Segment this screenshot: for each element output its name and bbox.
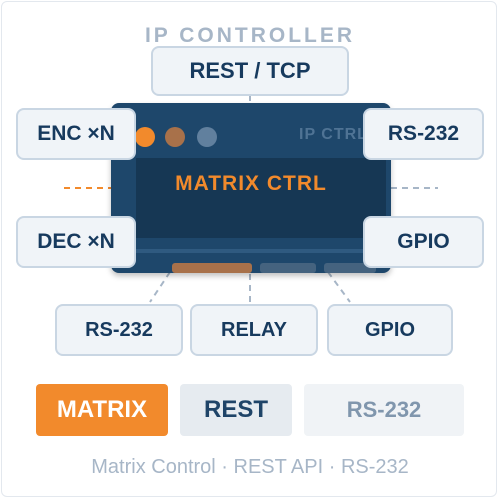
status-led-orange <box>135 127 155 147</box>
node-encoders: ENC ×N <box>16 108 136 160</box>
panel-bar-3 <box>324 263 376 273</box>
node-rs232-bottom: RS-232 <box>55 304 183 356</box>
node-relay: RELAY <box>190 304 318 356</box>
tag-matrix: MATRIX <box>36 384 168 436</box>
device-stripe <box>111 249 391 253</box>
node-rs232-right: RS-232 <box>363 108 484 160</box>
footer-caption: Matrix Control · REST API · RS-232 <box>91 456 409 478</box>
panel-bar-1 <box>172 263 252 273</box>
panel-bar-2 <box>260 263 316 273</box>
tag-rest: REST <box>180 384 292 436</box>
device-panel: MATRIX CTRL <box>136 158 386 273</box>
diagram-title: IP CONTROLLER <box>144 24 356 47</box>
connector-gpio-bottom <box>327 271 351 303</box>
node-gpio-right: GPIO <box>363 216 484 268</box>
node-decoders: DEC ×N <box>16 216 136 268</box>
node-rest-tcp: REST / TCP <box>151 46 349 96</box>
status-led-amber <box>165 127 185 147</box>
tag-rs232: RS-232 <box>304 384 464 436</box>
controller-device: IP CTRL MATRIX CTRL <box>111 103 391 273</box>
status-led-blue <box>197 127 217 147</box>
device-label: IP CTRL <box>299 126 368 143</box>
connector-rs232-bottom <box>149 271 171 303</box>
panel-label: MATRIX CTRL <box>175 172 327 195</box>
node-gpio-bottom: GPIO <box>327 304 453 356</box>
